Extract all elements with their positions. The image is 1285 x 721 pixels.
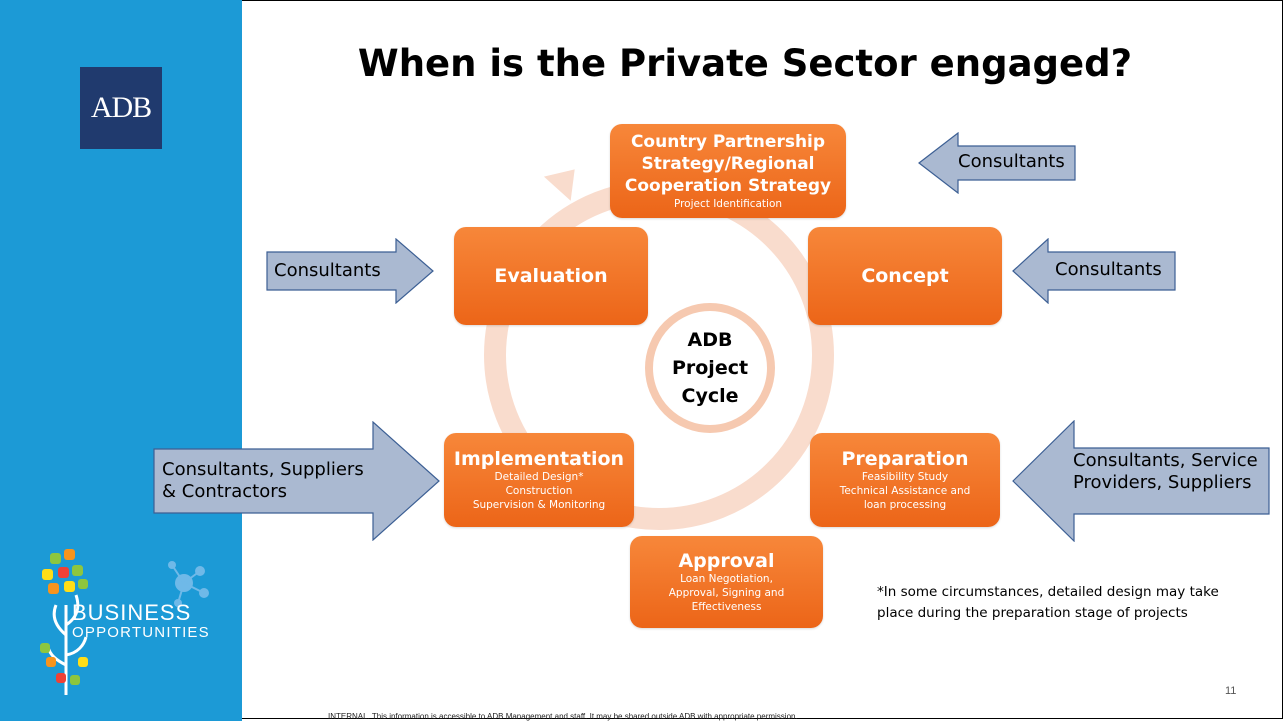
stage-concept-title: Concept	[861, 265, 949, 287]
stage-approval-sub-2: Approval, Signing and	[668, 587, 785, 599]
stage-implementation-title: Implementation	[453, 448, 625, 470]
arrow-label-top-right: Consultants	[958, 151, 1065, 172]
stage-implementation-sub-2: Construction	[505, 485, 573, 497]
stage-country-title-2: Strategy/Regional	[641, 154, 815, 174]
stage-preparation: Preparation Feasibility Study Technical …	[810, 433, 1000, 527]
stage-preparation-sub-1: Feasibility Study	[861, 471, 949, 483]
stage-implementation-sub-1: Detailed Design*	[494, 471, 584, 483]
page-number: 11	[1225, 685, 1237, 697]
arrow-lower-right-left-pointing	[1012, 420, 1270, 542]
arrow-mid-right-left-pointing	[1012, 238, 1176, 304]
stage-country-title-3: Cooperation Strategy	[624, 176, 832, 196]
arrow-mid-left-right-pointing	[266, 238, 434, 304]
stage-implementation-sub-3: Supervision & Monitoring	[472, 499, 606, 511]
arrow-label-lower-left-2: & Contractors	[162, 481, 287, 502]
stage-evaluation-title: Evaluation	[494, 265, 608, 287]
stage-preparation-sub-2: Technical Assistance and	[839, 485, 971, 497]
opportunities-label: OPPORTUNITIES	[72, 624, 210, 641]
stage-concept: Concept	[808, 227, 1002, 325]
stage-approval-sub-3: Effectiveness	[691, 601, 762, 613]
stage-country-partnership: Country Partnership Strategy/Regional Co…	[610, 124, 846, 218]
stage-evaluation: Evaluation	[454, 227, 648, 325]
slide-title: When is the Private Sector engaged?	[357, 42, 1133, 85]
arrow-label-mid-left: Consultants	[274, 260, 381, 281]
arrow-label-lower-right-2: Providers, Suppliers	[1073, 472, 1252, 493]
stage-approval-sub-1: Loan Negotiation,	[680, 573, 773, 585]
stage-country-title-1: Country Partnership	[630, 132, 826, 152]
business-label: BUSINESS	[72, 600, 192, 625]
stage-country-sub: Project Identification	[673, 198, 783, 210]
arrow-label-lower-left-1: Consultants, Suppliers	[162, 459, 364, 480]
arrow-top-right-left-pointing	[918, 132, 1076, 194]
stage-preparation-title: Preparation	[841, 448, 969, 470]
stage-approval-title: Approval	[678, 550, 775, 572]
center-line-3: Cycle	[681, 385, 739, 407]
center-line-2: Project	[671, 357, 749, 379]
stage-implementation: Implementation Detailed Design* Construc…	[444, 433, 634, 527]
business-opportunities-tree-icon	[40, 549, 209, 695]
adb-logo: ADB	[80, 67, 162, 149]
arrow-lower-left-right-pointing	[153, 421, 440, 541]
footnote: *In some circumstances, detailed design …	[877, 584, 1219, 621]
arrow-label-lower-right-1: Consultants, Service	[1073, 450, 1258, 471]
stage-preparation-sub-3: loan processing	[863, 499, 947, 511]
project-cycle-center: ADB Project Cycle	[645, 303, 775, 433]
center-line-1: ADB	[687, 329, 733, 351]
stage-approval: Approval Loan Negotiation, Approval, Sig…	[630, 536, 823, 628]
arrow-label-mid-right: Consultants	[1055, 259, 1162, 280]
classification-footer: INTERNAL. This information is accessible…	[328, 712, 798, 721]
